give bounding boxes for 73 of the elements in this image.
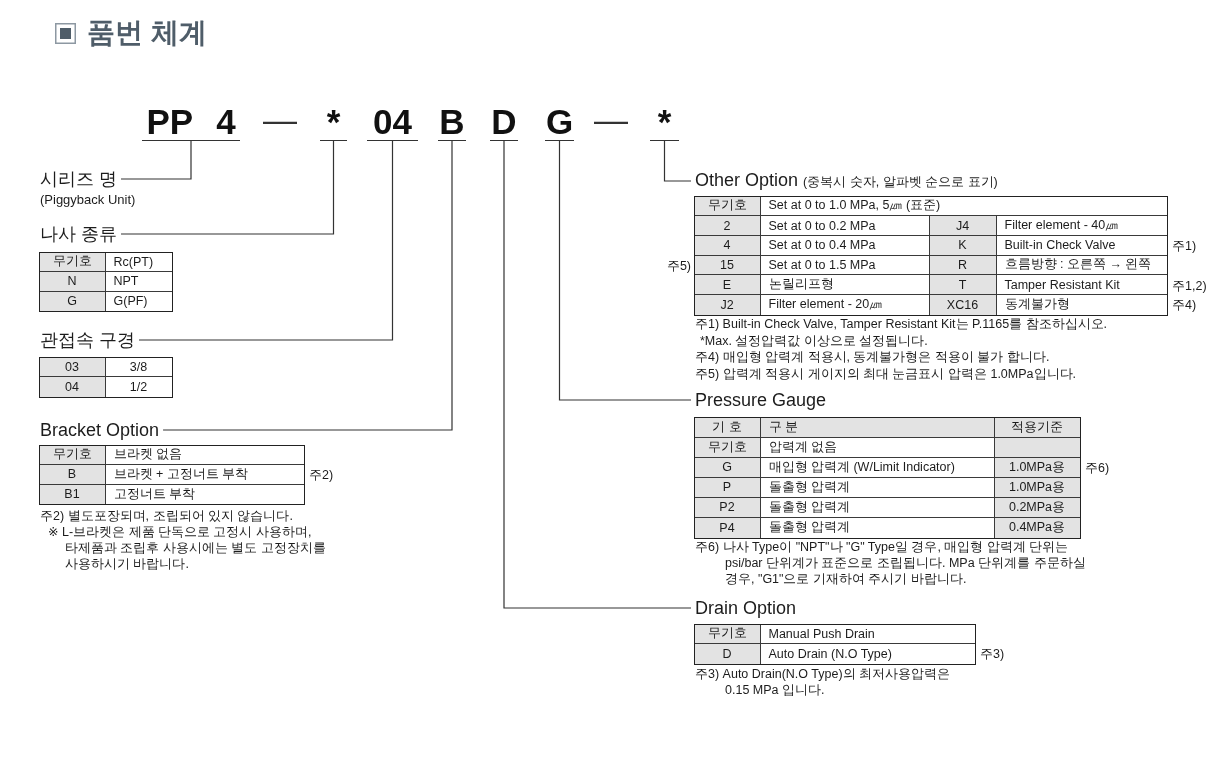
code-cell: P (694, 477, 761, 498)
description-cell: 브라켓 + 고정너트 부착 (105, 465, 304, 485)
footnote-text: 주6) 나사 Type이 "NPT"나 "G" Type일 경우, 매입형 압력계 단위는 psi/bar 단위계가 표준으로 조립됩니다. MPa 단위계를 주문하실 경우, "G1"으로 기재하여 주시기 바랍니다. (695, 539, 1087, 587)
section-heading: 나사 종류 (36, 223, 121, 245)
code-cell: E (694, 275, 761, 295)
footnote-text: 주1) Built-in Check Valve, Tamper Resistant Kit는 P.1165를 참조하십시오. (695, 316, 1108, 332)
header-cell: 기 호 (694, 417, 761, 438)
section-heading: 관접속 구경 (36, 329, 139, 351)
code-cell: 03 (39, 357, 106, 377)
footnote-mark: 주4) (1172, 297, 1197, 314)
leader-line (120, 140, 335, 235)
footnote-mark: 주6) (1085, 460, 1110, 476)
code-segment: * (320, 103, 347, 141)
leader-line (558, 140, 692, 401)
code-segment: G (545, 103, 574, 141)
code-segment: D (490, 103, 518, 141)
code-cell: B (39, 465, 106, 485)
footnote-mark: 주1) (1172, 238, 1197, 255)
footnote-text: 주2) 별도포장되며, 조립되어 있지 않습니다. (40, 508, 293, 524)
leader-line (120, 140, 192, 180)
code-cell: XC16 (929, 295, 997, 315)
code-cell: 04 (39, 377, 106, 397)
page-title: 품번 체계 (87, 17, 207, 49)
section-heading: 시리즈 명 (36, 168, 121, 190)
code-cell: P4 (694, 517, 761, 538)
code-cell: 15 (694, 255, 761, 276)
code-cell: G (694, 457, 761, 478)
section-heading: Pressure Gauge (691, 389, 831, 411)
code-cell: N (39, 272, 106, 292)
description-cell: Set at 0 to 0.2 MPa (760, 216, 930, 236)
code-cell: 무기호 (694, 624, 761, 644)
code-cell: 2 (694, 216, 761, 236)
footnote-text: 주3) Auto Drain(N.O Type)의 최저사용압력은 0.15 MPa 입니다. (695, 666, 951, 698)
leader-line (162, 140, 453, 431)
code-cell: T (929, 275, 997, 295)
code-cell: D (694, 644, 761, 664)
section-heading: Drain Option (691, 597, 801, 619)
footnote-text: ※ L-브라켓은 제품 단독으로 고정시 사용하며, 타제품과 조립후 사용시에는 별도 고정장치를 사용하시기 바랍니다. (48, 524, 327, 572)
section-heading: Other Option (695, 170, 799, 190)
code-cell: 4 (694, 235, 761, 256)
footnote-mark: 주5) (666, 257, 691, 274)
code-cell: 무기호 (39, 445, 106, 465)
code-cell: B1 (39, 484, 106, 504)
heading-note: (중복시 숫자, 알파벳 순으로 표기) (803, 175, 998, 189)
code-segment: * (650, 103, 679, 141)
description-cell: Set at 0 to 1.0 MPa, 5㎛ (표준) (760, 196, 1167, 217)
code-cell: 무기호 (39, 252, 106, 272)
header-cell: 구 분 (760, 417, 995, 438)
section-heading: Bracket Option (36, 419, 164, 441)
node-caption: (Piggyback Unit) (40, 191, 136, 209)
code-cell: J4 (929, 216, 997, 236)
footnote-mark: 주2) (309, 467, 334, 484)
code-cell: 무기호 (694, 196, 761, 217)
leader-line (138, 140, 394, 341)
code-segment: 04 (367, 103, 418, 141)
code-cell: 무기호 (694, 437, 761, 458)
separator-dash: — (594, 101, 628, 138)
description-cell: 논릴리프형 (760, 275, 930, 295)
leader-line (503, 140, 692, 609)
footnote-text: *Max. 설정압력값 이상으로 설정됩니다. (700, 333, 928, 349)
footnote-mark: 주3) (980, 646, 1005, 663)
code-segment: B (438, 103, 466, 141)
header-cell: 적용기준 (994, 417, 1080, 438)
description-cell: 브라켓 없음 (105, 445, 304, 465)
code-cell: P2 (694, 497, 761, 518)
code-cell: J2 (694, 295, 761, 315)
footnote-mark: 주1,2) (1172, 277, 1207, 294)
leader-line (663, 140, 692, 182)
footnote-text: 주4) 매입형 압력계 적용시, 동계불가형은 적용이 불가 합니다. (695, 349, 1050, 365)
code-segment: PP 4 (142, 103, 240, 141)
separator-dash: — (263, 101, 297, 138)
code-cell: G (39, 291, 106, 311)
footnote-text: 주5) 압력계 적용시 게이지의 최대 눈금표시 압력은 1.0MPa입니다. (695, 366, 1076, 382)
